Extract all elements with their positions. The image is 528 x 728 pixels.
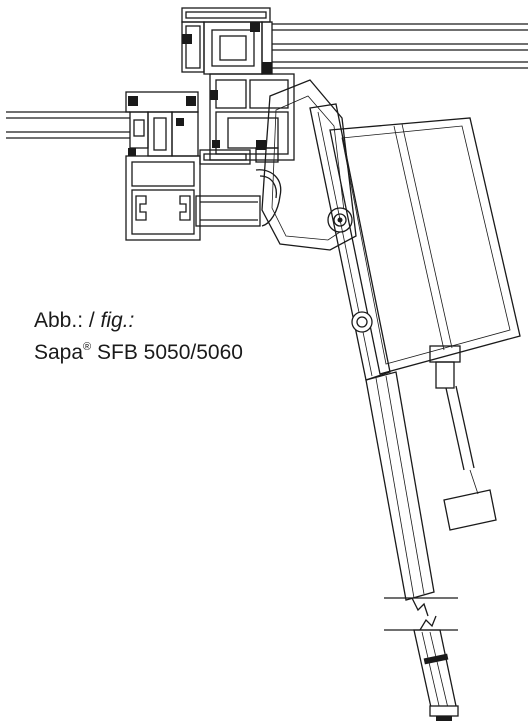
figure-caption: Abb.: / fig.: Sapa® SFB 5050/5060 [34,308,243,366]
upper-frame-profile [181,7,273,75]
spindle-tip [413,629,459,721]
brand-name: Sapa [34,341,84,364]
break-symbol [384,597,458,631]
connector-rod [195,195,261,227]
registered-mark: ® [83,341,92,353]
caption-line-2: Sapa® SFB 5050/5060 [34,334,243,366]
lower-left-frame [6,91,201,241]
caption-label: Abb.: / [34,309,101,332]
middle-transom-profile [199,73,295,165]
product-name: SFB 5050/5060 [91,341,243,364]
caption-label-italic: fig.: [100,309,135,332]
upper-glazing [272,23,528,69]
actuator-drive [309,103,521,601]
caption-line-1: Abb.: / fig.: [34,308,243,334]
